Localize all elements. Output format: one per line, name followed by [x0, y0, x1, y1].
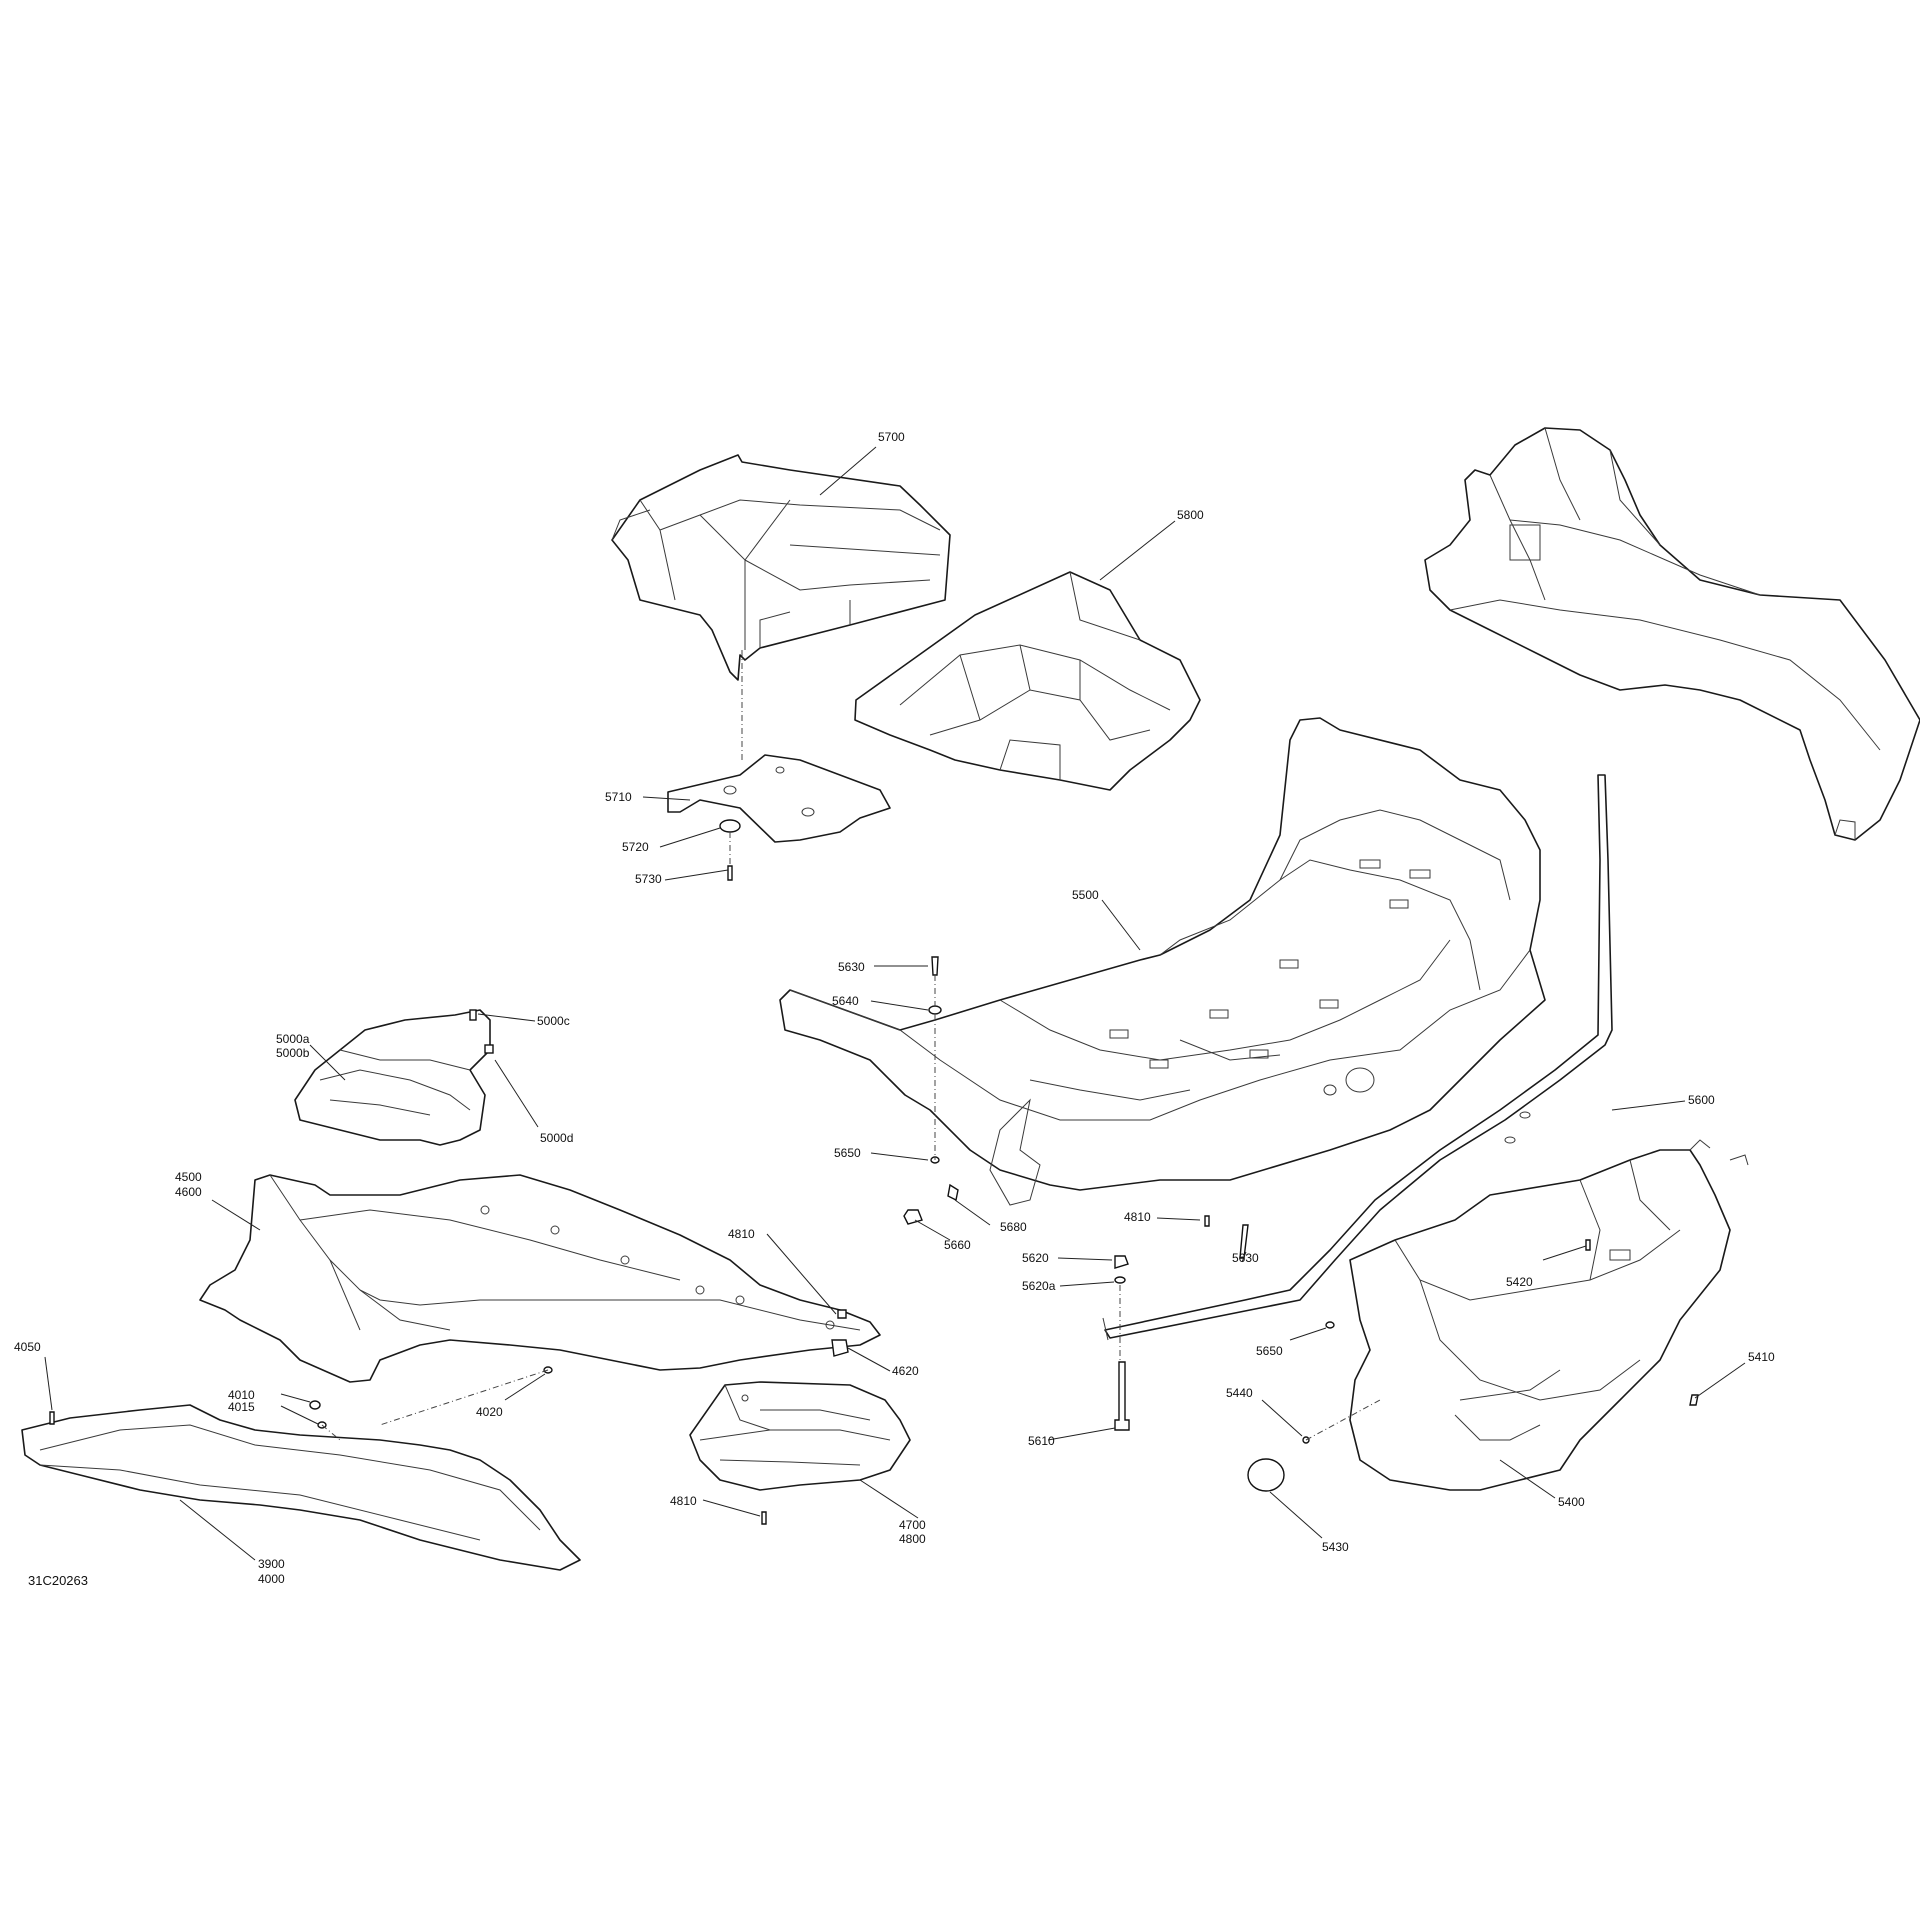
callout-4015: 4015	[228, 1400, 255, 1414]
part-5600-rail-bar	[1102, 774, 1613, 1341]
part-5730-screw	[727, 865, 733, 881]
callout-5640: 5640	[832, 994, 859, 1008]
callout-5000c: 5000c	[537, 1014, 570, 1028]
leader-lines	[44, 446, 1746, 1561]
callout-4700: 4700	[899, 1518, 926, 1532]
part-4810-screw-c	[761, 1511, 767, 1525]
part-5680-washer	[947, 1183, 959, 1202]
callout-4500: 4500	[175, 1170, 202, 1184]
part-5420-clip	[1585, 1239, 1591, 1251]
callout-5650-b: 5650	[1256, 1344, 1283, 1358]
callout-4810-b: 4810	[728, 1227, 755, 1241]
callout-4020: 4020	[476, 1405, 503, 1419]
callout-5400: 5400	[1558, 1495, 1585, 1509]
assembly-lines	[321, 975, 1381, 1441]
callout-5500: 5500	[1072, 888, 1099, 902]
callout-5650-a: 5650	[834, 1146, 861, 1160]
callout-5620a: 5620a	[1022, 1279, 1056, 1293]
part-5620-nut	[1114, 1255, 1129, 1269]
callout-5710: 5710	[605, 790, 632, 804]
part-5400-bumper-cover	[1349, 1139, 1749, 1491]
callout-5620: 5620	[1022, 1251, 1049, 1265]
callout-4810-a: 4810	[1124, 1210, 1151, 1224]
callout-4010: 4010	[228, 1388, 255, 1402]
callout-4000: 4000	[258, 1572, 285, 1586]
part-4620-clip	[831, 1339, 849, 1357]
callout-5000b: 5000b	[276, 1046, 310, 1060]
part-5660-nut	[903, 1209, 923, 1225]
part-5720-grommet	[719, 819, 741, 833]
callout-3900: 3900	[258, 1557, 285, 1571]
part-5630-bolt-a	[931, 956, 939, 976]
callout-5600: 5600	[1688, 1093, 1715, 1107]
callout-5700: 5700	[878, 430, 905, 444]
part-4810-screw-b	[837, 1309, 847, 1319]
part-4810-screw-a	[1204, 1215, 1210, 1227]
part-5650-nut-b	[1325, 1321, 1335, 1329]
callout-5730: 5730	[635, 872, 662, 886]
part-5710-bracket-plate	[667, 754, 891, 843]
callout-5430: 5430	[1322, 1540, 1349, 1554]
part-5800-storage-tray	[854, 571, 1201, 791]
drawing-number: 31C20263	[28, 1573, 88, 1588]
part-4500-side-panel	[199, 1174, 881, 1383]
callout-5720: 5720	[622, 840, 649, 854]
callout-5630-b: 5630	[1232, 1251, 1259, 1265]
callout-5440: 5440	[1226, 1386, 1253, 1400]
part-5430-cap	[1247, 1458, 1285, 1492]
callout-4600: 4600	[175, 1185, 202, 1199]
callout-4800: 4800	[899, 1532, 926, 1546]
callout-5800: 5800	[1177, 508, 1204, 522]
part-5000c-screw	[469, 1009, 477, 1021]
part-5640-washer	[928, 1005, 942, 1015]
callout-4050: 4050	[14, 1340, 41, 1354]
callout-4810-c: 4810	[670, 1494, 697, 1508]
part-5700-console-cover	[611, 454, 951, 681]
callout-5000d: 5000d	[540, 1131, 574, 1145]
part-5620a-washer	[1114, 1276, 1126, 1284]
callout-5630-a: 5630	[838, 960, 865, 974]
callout-5410: 5410	[1748, 1350, 1775, 1364]
callout-4620: 4620	[892, 1364, 919, 1378]
callout-5680: 5680	[1000, 1220, 1027, 1234]
part-5610-bolt	[1114, 1361, 1130, 1431]
part-5000-side-cover	[294, 1009, 494, 1146]
part-rear-fender-assembly	[1424, 427, 1920, 841]
part-4700-footwell-panel	[689, 1381, 911, 1491]
callout-5000a: 5000a	[276, 1032, 310, 1046]
part-5500-body-tub	[779, 717, 1546, 1206]
callout-5420: 5420	[1506, 1275, 1533, 1289]
part-4050-screw	[49, 1411, 55, 1425]
callout-5610: 5610	[1028, 1434, 1055, 1448]
part-4010-nut	[309, 1400, 321, 1410]
callout-5660: 5660	[944, 1238, 971, 1252]
part-3900-running-board	[21, 1404, 581, 1571]
